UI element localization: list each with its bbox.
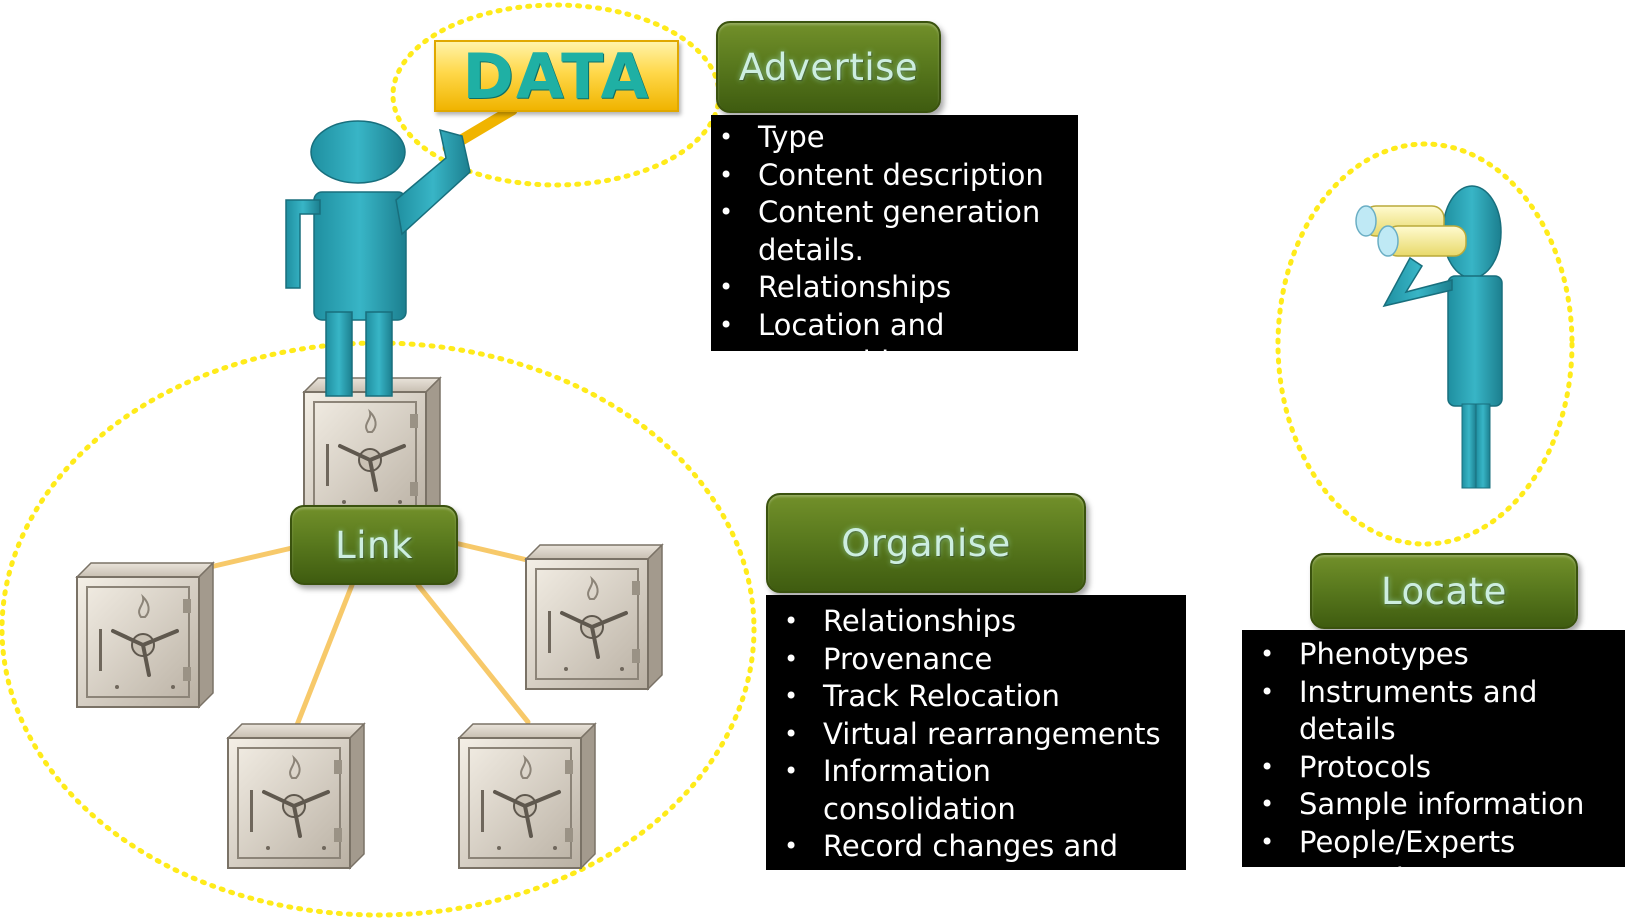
- organise-button[interactable]: Organise: [766, 493, 1086, 593]
- safe-right: [524, 543, 664, 691]
- safe-left: [75, 561, 215, 709]
- link-button[interactable]: Link: [290, 505, 458, 585]
- organise-item: Information consolidation: [780, 753, 1172, 828]
- safe-bottom-right: [457, 722, 597, 870]
- organise-item: Virtual rearrangements: [780, 716, 1172, 754]
- organise-item: Record changes and relocation: [780, 828, 1172, 903]
- advertise-item: Location and ownership: [715, 307, 1064, 382]
- data-label: DATA: [434, 40, 679, 113]
- locate-item: People/Experts: [1256, 824, 1619, 862]
- locate-item: Phenotypes: [1256, 636, 1619, 674]
- binocular-person-figure: [1355, 185, 1503, 489]
- locate-list-box: Phenotypes Instruments and details Proto…: [1242, 630, 1625, 898]
- organise-item: Relationships: [780, 603, 1172, 641]
- locate-figure-ellipse: [1275, 141, 1575, 547]
- locate-list: Phenotypes Instruments and details Proto…: [1256, 636, 1619, 899]
- link-group-ellipse: [0, 340, 757, 918]
- locate-item: Sample information: [1256, 786, 1619, 824]
- safe-bottom-left: [226, 722, 366, 870]
- locate-item: Instruments and details: [1256, 674, 1619, 749]
- advertise-list-box: Type Content description Content generat…: [711, 115, 1078, 379]
- safe-top: [302, 376, 442, 524]
- organise-item: Track Relocation: [780, 678, 1172, 716]
- pointing-person-figure: [285, 104, 518, 397]
- organise-list-box: Relationships Provenance Track Relocatio…: [766, 595, 1186, 901]
- advertise-button[interactable]: Advertise: [716, 21, 941, 113]
- locate-item: Protocols: [1256, 749, 1619, 787]
- organise-item: Provenance: [780, 641, 1172, 679]
- advertise-list: Type Content description Content generat…: [715, 119, 1064, 382]
- advertise-item: Content generation details.: [715, 194, 1064, 269]
- organise-list: Relationships Provenance Track Relocatio…: [780, 603, 1172, 903]
- locate-item: Controls: [1256, 861, 1619, 899]
- advertise-item: Content description: [715, 157, 1064, 195]
- advertise-item: Relationships: [715, 269, 1064, 307]
- locate-button[interactable]: Locate: [1310, 553, 1578, 629]
- advertise-item: Type: [715, 119, 1064, 157]
